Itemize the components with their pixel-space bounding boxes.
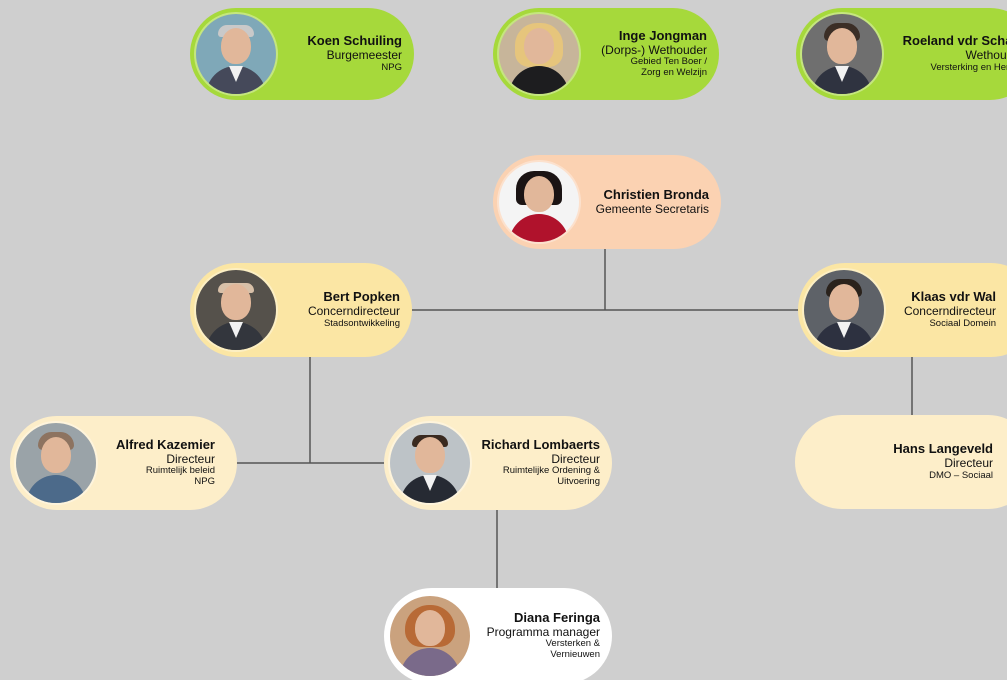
director-card-richard-lombaerts: Richard Lombaerts Directeur Ruimtelijke … xyxy=(384,416,612,510)
person-role: Burgemeester xyxy=(326,48,402,63)
manager-card-diana-feringa: Diana Feringa Programma manager Versterk… xyxy=(384,588,612,680)
council-card-inge-jongman: Inge Jongman (Dorps-) Wethouder Gebied T… xyxy=(493,8,719,100)
council-card-koen-schuiling: Koen Schuiling Burgemeester NPG xyxy=(190,8,414,100)
person-area: Versterking en Herstel xyxy=(930,61,1007,73)
person-role: Programma manager xyxy=(486,624,600,639)
concern-card-bert-popken: Bert Popken Concerndirecteur Stadsontwik… xyxy=(190,263,412,357)
avatar-klaas-vdr-wal xyxy=(804,270,884,350)
avatar-richard-lombaerts xyxy=(390,423,470,503)
person-area: NPG xyxy=(381,61,402,73)
person-name: Christien Bronda xyxy=(603,186,709,202)
person-role: Directeur xyxy=(166,451,215,466)
avatar-diana-feringa xyxy=(390,596,470,676)
avatar-inge-jongman xyxy=(499,14,579,94)
avatar-christien-bronda xyxy=(499,162,579,242)
avatar-roeland-vdr-schaaf xyxy=(802,14,882,94)
person-role: Directeur xyxy=(551,451,600,466)
person-name: Hans Langeveld xyxy=(893,441,993,457)
person-area: Sociaal Domein xyxy=(929,317,996,329)
person-name: Alfred Kazemier xyxy=(116,436,215,452)
council-card-roeland-vdr-schaaf: Roeland vdr Schaaf Wethouder Versterking… xyxy=(796,8,1007,100)
person-role: Concerndirecteur xyxy=(307,304,400,319)
person-name: Inge Jongman xyxy=(618,27,707,43)
person-area: Versterken &Vernieuwen xyxy=(545,638,600,661)
director-card-alfred-kazemier: Alfred Kazemier Directeur Ruimtelijk bel… xyxy=(10,416,237,510)
director-card-hans-langeveld: Hans Langeveld Directeur DMO – Sociaal xyxy=(795,415,1007,509)
person-name: Richard Lombaerts xyxy=(481,436,600,452)
avatar-bert-popken xyxy=(196,270,276,350)
person-area: Gebied Ten Boer /Zorg en Welzijn xyxy=(630,56,707,79)
person-name: Klaas vdr Wal xyxy=(911,289,996,305)
person-role: (Dorps-) Wethouder xyxy=(601,42,707,57)
person-role: Wethouder xyxy=(965,48,1007,63)
secretary-card-christien-bronda: Christien Bronda Gemeente Secretaris xyxy=(493,155,721,249)
person-area: Stadsontwikkeling xyxy=(323,317,400,329)
person-area: DMO – Sociaal xyxy=(929,469,993,481)
person-role: Directeur xyxy=(944,456,993,471)
person-name: Bert Popken xyxy=(323,289,400,305)
person-name: Koen Schuiling xyxy=(307,33,402,49)
avatar-koen-schuiling xyxy=(196,14,276,94)
person-area: Ruimtelijke Ordening &Uitvoering xyxy=(502,465,600,488)
person-name: Diana Feringa xyxy=(514,609,600,625)
concern-card-klaas-vdr-wal: Klaas vdr Wal Concerndirecteur Sociaal D… xyxy=(798,263,1007,357)
avatar-alfred-kazemier xyxy=(16,423,96,503)
person-name: Roeland vdr Schaaf xyxy=(902,33,1007,49)
person-role: Concerndirecteur xyxy=(903,304,996,319)
person-role: Gemeente Secretaris xyxy=(595,201,709,216)
